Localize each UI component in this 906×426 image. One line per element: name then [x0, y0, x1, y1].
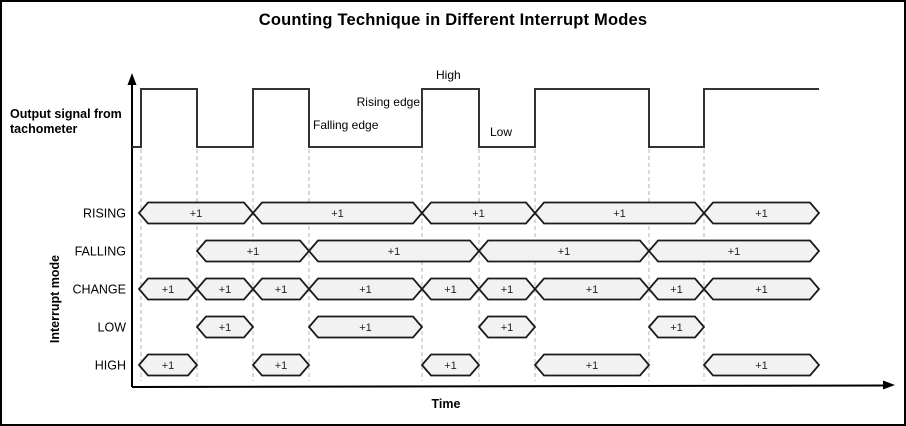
count-segment-value: +1	[586, 284, 599, 296]
x-axis-title: Time	[432, 397, 461, 411]
count-segment-low-2	[477, 315, 537, 339]
count-segment-value: +1	[275, 284, 288, 296]
count-segment-value: +1	[359, 322, 372, 334]
count-segment-high-4	[702, 353, 821, 377]
y-axis-arrowhead-icon	[127, 73, 137, 85]
count-segment-value: +1	[190, 208, 203, 220]
diagram-title: Counting Technique in Different Interrup…	[258, 11, 648, 29]
count-segment-value: +1	[388, 246, 401, 258]
count-segment-value: +1	[247, 246, 260, 258]
count-segment-value: +1	[755, 208, 768, 220]
x-axis-line	[131, 384, 888, 388]
count-segment-value: +1	[670, 284, 683, 296]
count-segment-value: +1	[331, 208, 344, 220]
low-label: Low	[490, 125, 512, 139]
count-segment-change-8	[702, 277, 821, 301]
row-label-falling: FALLING	[75, 245, 126, 259]
count-segment-value: +1	[444, 284, 457, 296]
count-segment-high-2	[420, 353, 481, 377]
count-segment-value: +1	[586, 360, 599, 372]
count-segment-value: +1	[501, 284, 514, 296]
rising-edge-label: Rising edge	[357, 95, 421, 109]
falling-edge-label: Falling edge	[313, 118, 379, 132]
count-segment-falling-3	[647, 239, 821, 263]
count-segment-value: +1	[275, 360, 288, 372]
count-segment-low-0	[195, 315, 255, 339]
count-segment-value: +1	[755, 360, 768, 372]
count-segment-value: +1	[219, 284, 232, 296]
count-segment-value: +1	[613, 208, 626, 220]
signal-source-label-line2: tachometer	[10, 122, 78, 136]
row-label-high: HIGH	[95, 359, 126, 373]
count-segment-rising-4	[702, 201, 821, 225]
tachometer-wave-polyline	[132, 88, 819, 148]
row-label-rising: RISING	[83, 207, 126, 221]
count-segment-high-1	[251, 353, 311, 377]
signal-source-label-line1: Output signal from	[10, 107, 122, 121]
count-segment-value: +1	[728, 246, 741, 258]
x-axis-arrowhead-icon	[883, 380, 895, 390]
row-label-change: CHANGE	[73, 283, 126, 297]
count-segment-value: +1	[162, 284, 175, 296]
high-label: High	[436, 68, 461, 82]
count-segment-high-3	[533, 353, 651, 377]
count-segment-value: +1	[219, 322, 232, 334]
count-segment-value: +1	[472, 208, 485, 220]
count-segment-value: +1	[558, 246, 571, 258]
count-segment-value: +1	[162, 360, 175, 372]
count-segment-value: +1	[755, 284, 768, 296]
count-segment-high-0	[137, 353, 199, 377]
count-segment-value: +1	[444, 360, 457, 372]
count-segment-low-1	[307, 315, 424, 339]
y-axis-title: Interrupt mode	[48, 255, 62, 343]
count-segment-value: +1	[501, 322, 514, 334]
row-label-low: LOW	[98, 321, 127, 335]
count-segment-low-3	[647, 315, 706, 339]
count-segment-value: +1	[670, 322, 683, 334]
count-segment-value: +1	[359, 284, 372, 296]
